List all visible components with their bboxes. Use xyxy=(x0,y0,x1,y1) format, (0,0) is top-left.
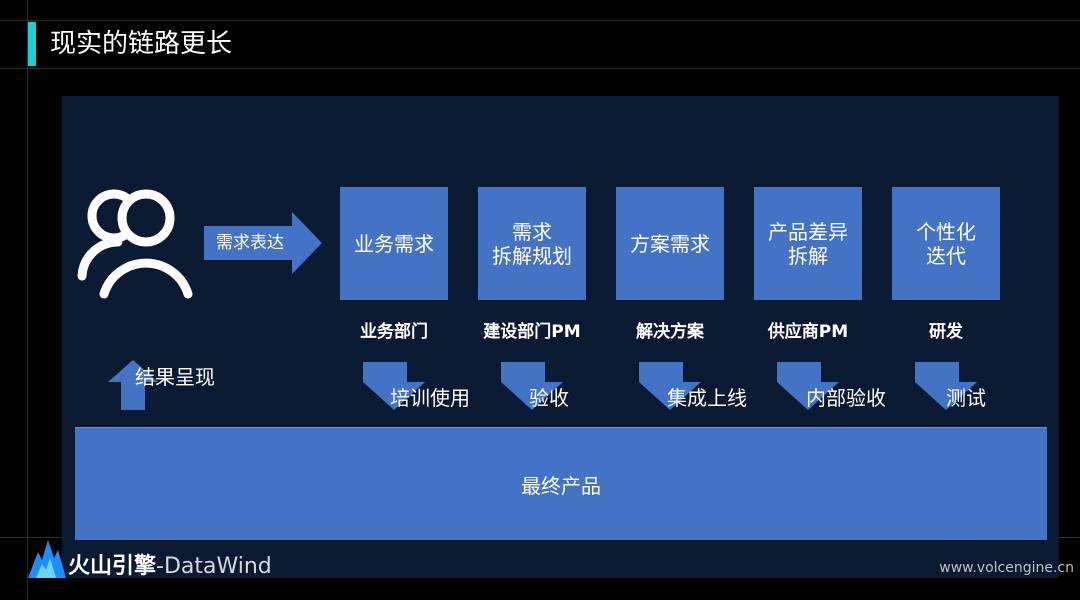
volcano-logo-icon xyxy=(28,540,66,578)
feedback-label-3: 集成上线 xyxy=(667,386,747,410)
brand-name-en: -DataWind xyxy=(156,554,272,579)
grid-line-top xyxy=(0,20,1080,21)
feedback-label-4: 内部验收 xyxy=(806,386,886,410)
stage-role-1: 业务部门 xyxy=(360,322,428,342)
user-icon xyxy=(77,189,193,299)
stage-role-4: 供应商PM xyxy=(767,322,849,342)
site-url: www.volcengine.cn xyxy=(939,560,1074,576)
result-arrow xyxy=(108,360,158,410)
final-product-label: 最终产品 xyxy=(521,474,601,498)
stage-box-5: 个性化 迭代 xyxy=(892,187,1000,300)
feedback-arrow-2 xyxy=(501,362,563,410)
stage-role-2: 建设部门PM xyxy=(483,322,581,342)
feedback-arrow-1 xyxy=(363,362,425,410)
feedback-label-1: 培训使用 xyxy=(390,386,470,410)
feedback-arrow-3 xyxy=(639,362,701,410)
stage-box-4: 产品差异 拆解 xyxy=(754,187,862,300)
title-accent-bar xyxy=(28,22,36,66)
feedback-label-5: 测试 xyxy=(946,386,986,410)
stage-role-3: 解决方案 xyxy=(636,322,704,342)
brand-logo: 火山引擎-DataWind xyxy=(68,552,272,582)
stage-box-2: 需求 拆解规划 xyxy=(478,187,586,300)
slide-title: 现实的链路更长 xyxy=(50,29,233,59)
grid-line-title-bottom xyxy=(0,68,1080,69)
input-arrow-label: 需求表达 xyxy=(216,233,284,253)
final-product-bar: 最终产品 xyxy=(75,427,1047,540)
feedback-arrow-4 xyxy=(777,362,839,410)
input-arrow xyxy=(204,212,322,274)
result-label: 结果呈现 xyxy=(135,365,215,389)
stage-box-1: 业务需求 xyxy=(340,187,448,300)
stage-role-5: 研发 xyxy=(929,322,963,342)
brand-name-cn: 火山引擎 xyxy=(68,554,157,579)
grid-line-left xyxy=(27,0,28,600)
feedback-label-2: 验收 xyxy=(529,386,569,410)
feedback-arrow-5 xyxy=(915,362,977,410)
stage-box-3: 方案需求 xyxy=(616,187,724,300)
